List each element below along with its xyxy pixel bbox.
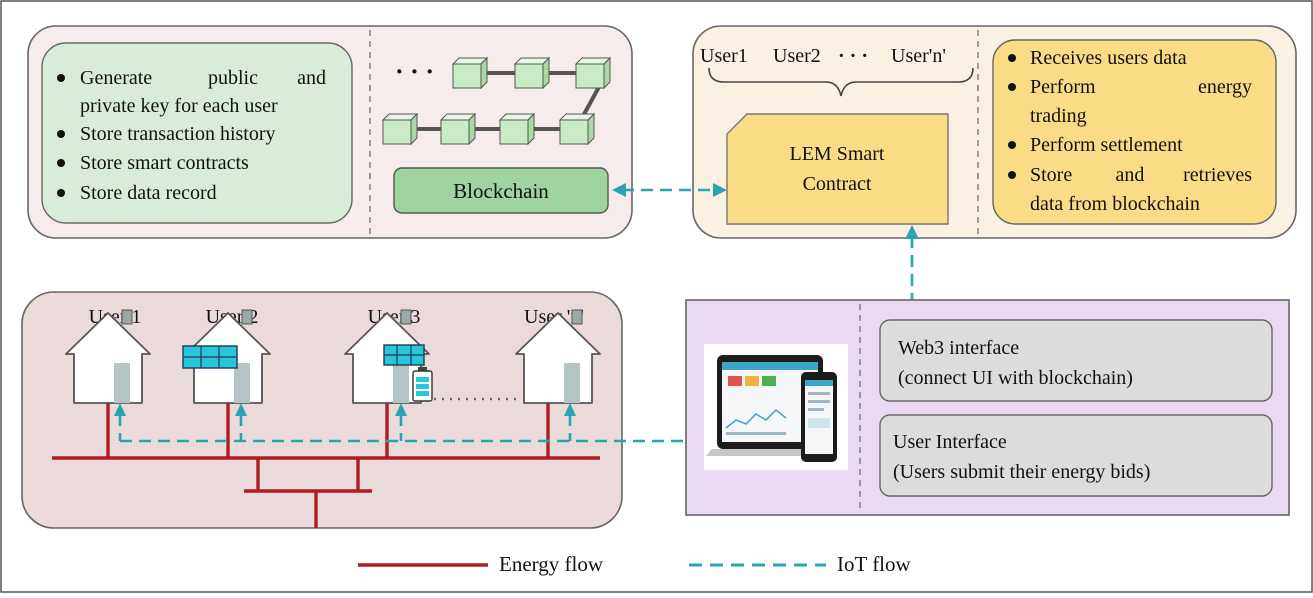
contract-user-label: User1 [700, 45, 748, 67]
lem-contract-title: LEM Smart [790, 143, 885, 165]
bullet-text: Store transaction history [80, 123, 276, 145]
blockchain-feature-list: Generate public and private key for each… [57, 67, 326, 204]
bullet-text: Generate [80, 67, 152, 89]
lem-contract-subtitle: Contract [803, 173, 872, 195]
battery-icon [412, 367, 433, 402]
user-interface-title: User Interface [893, 431, 1007, 453]
user-interface-desc: (Users submit their energy bids) [893, 461, 1150, 483]
web3-interface-title: Web3 interface [898, 337, 1019, 359]
bullet-text: Store data record [80, 182, 217, 204]
bullet-text: trading [1030, 105, 1087, 127]
contract-functions-box [992, 39, 1277, 225]
contract-user-ellipsis: · · · [838, 45, 868, 67]
legend: Energy flow IoT flow [358, 552, 912, 576]
web3-interface-box [879, 319, 1273, 402]
iot-flow-label: IoT flow [837, 552, 912, 576]
lem-smart-contract-box [726, 113, 949, 225]
blockchain-ellipsis: · · · [395, 57, 434, 86]
bullet-text: public [208, 67, 258, 89]
web3-interface-desc: (connect UI with blockchain) [898, 367, 1133, 389]
blockchain-features-box [41, 42, 353, 224]
energy-grid [52, 403, 600, 528]
contract-function-list: Receives users data Perform energy tradi… [1008, 47, 1252, 215]
iot-collection-line [118, 414, 693, 443]
bullet-text: Store [1030, 164, 1072, 186]
bullet-text: energy [1198, 76, 1252, 98]
energy-flow-label: Energy flow [499, 552, 604, 576]
bullet-text: Receives users data [1030, 47, 1187, 69]
bullet-text: Perform settlement [1030, 134, 1183, 156]
blockchain-box [393, 167, 609, 214]
user-interface-box [879, 414, 1273, 497]
iot-link-blockchain-contract [612, 183, 727, 197]
blockchain-blocks-icon: · · · [382, 57, 611, 145]
solar-panel-icon [182, 345, 238, 369]
contract-user-label: User2 [773, 45, 821, 67]
bullet-text: and [297, 67, 326, 89]
users-panel [21, 291, 623, 529]
devices-icon [704, 344, 848, 470]
solar-panel-icon [383, 344, 425, 366]
bullet-text: Store smart contracts [80, 152, 249, 174]
bullet-text: and [1116, 164, 1145, 186]
bullet-text: private key for each user [80, 95, 278, 117]
bullet-text: data from blockchain [1030, 193, 1200, 215]
users-brace [708, 67, 974, 97]
contract-user-label: User'n' [891, 45, 946, 67]
blockchain-label: Blockchain [453, 179, 549, 203]
bullet-text: retrieves [1183, 164, 1252, 186]
bullet-text: Perform [1030, 76, 1096, 98]
